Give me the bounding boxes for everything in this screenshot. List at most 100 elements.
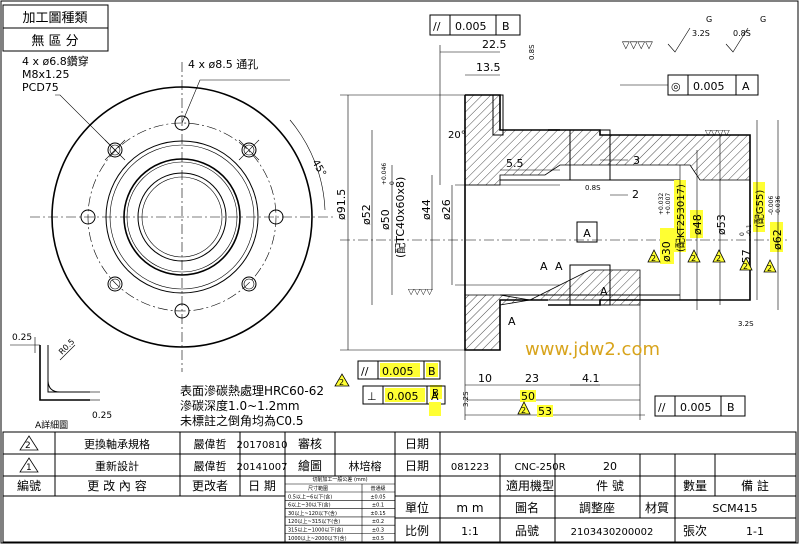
- svg-text://: //: [361, 365, 369, 378]
- dia-62-tol-up: -0.006: [768, 195, 775, 215]
- tolerance-range: 0.5以上~6以下(含): [288, 493, 332, 500]
- section-view: A A A A A 22.5 13.5 5.5 3 2 20° ø91.5 ø5…: [180, 38, 790, 428]
- svg-text:切削加工一般公差 (mm): 切削加工一般公差 (mm): [312, 476, 367, 483]
- datum-a-mark-3: A: [600, 285, 608, 298]
- svg-text:⊥: ⊥: [367, 390, 377, 403]
- date-value: 081223: [451, 462, 489, 473]
- inner-bore-circle: [137, 172, 227, 262]
- tolerance-range: 30以上~120以下(含): [288, 510, 337, 517]
- heat-treat-note-2: 滲碳深度1.0~1.2mm: [180, 398, 300, 413]
- tolerance-value: ±0.15: [370, 511, 385, 517]
- rev-mark-bottom: 2: [521, 406, 526, 415]
- header-box: 加工圖種類 無 區 分: [2, 4, 109, 52]
- svg-text://: //: [658, 401, 666, 414]
- datum-a-box: A: [583, 227, 591, 240]
- unit-label: 單位: [405, 500, 429, 515]
- qty-label: 數量: [683, 479, 707, 493]
- machine: CNC-250R: [514, 462, 565, 473]
- datum-a-mark-4: A: [508, 315, 516, 328]
- tap-hole-note-2: M8x1.25: [22, 68, 70, 81]
- through-holes: [80, 115, 284, 319]
- unit-value: m m: [456, 501, 483, 515]
- svg-text:0.005: 0.005: [387, 390, 419, 403]
- tolerance-value: ±0.3: [372, 528, 384, 534]
- date-label: 日期: [405, 437, 429, 451]
- material-label: 材質: [645, 500, 669, 515]
- rev1-date: 20141007: [237, 462, 288, 473]
- rev1-desc: 重新設計: [95, 459, 139, 473]
- name-label: 圖名: [515, 500, 539, 515]
- dia-30: ø30: [660, 241, 673, 262]
- dim-22-5: 22.5: [482, 38, 507, 51]
- part-no-label: 品號: [515, 524, 539, 538]
- gdt-perpendicular: ⊥ 0.005 A: [362, 385, 446, 416]
- datum-a-mark-1: A: [540, 260, 548, 273]
- dia-57-tol-up: 0: [739, 232, 746, 236]
- svg-text:A: A: [742, 80, 750, 93]
- oring-note: (配G55): [754, 190, 766, 228]
- surface-32s-right: 3.2S: [738, 320, 754, 328]
- svg-text:0.005: 0.005: [455, 20, 487, 33]
- col-no: 編號: [17, 478, 41, 493]
- svg-text:B: B: [428, 365, 436, 378]
- svg-text:0.8S: 0.8S: [733, 29, 751, 38]
- dia-52: ø52: [360, 204, 373, 225]
- tolerance-range: 120以上~315以下(含): [288, 518, 340, 525]
- outer-flange-circle: [51, 86, 313, 348]
- dia-30-tol-low: +0.007: [665, 193, 672, 215]
- rev-triangles: 2 2 2 2 2: [647, 249, 777, 273]
- rev2-no: 2: [25, 441, 31, 451]
- svg-text:▽▽▽▽: ▽▽▽▽: [622, 40, 653, 51]
- svg-text:G: G: [760, 15, 766, 24]
- dia-50-tol-up: +0.046: [381, 163, 388, 185]
- svg-text:B: B: [502, 20, 510, 33]
- lower-section-hatch: [464, 269, 641, 351]
- svg-text:A: A: [431, 390, 439, 403]
- tolerance-value: ±0.1: [372, 503, 384, 509]
- qty: 20: [603, 460, 617, 473]
- col-desc: 更 改 內 容: [87, 478, 146, 493]
- upper-section-hatch: [464, 94, 751, 186]
- dia-50: ø50: [379, 209, 392, 230]
- tolerance-value: ±0.5: [372, 536, 384, 542]
- sheet-label: 張次: [683, 524, 707, 538]
- svg-text:0.005: 0.005: [382, 365, 414, 378]
- svg-text:B: B: [727, 401, 735, 414]
- part-label: 件 號: [596, 479, 624, 493]
- title-block: 2 更換軸承規格 嚴偉哲 20170810 審核 1 重新設計 嚴偉哲 2014…: [2, 431, 797, 543]
- scale-label: 比例: [405, 524, 429, 538]
- dim-10: 10: [478, 372, 492, 385]
- tolerance-value: ±0.05: [370, 494, 385, 500]
- thru-hole-note: 4 x ø8.5 通孔: [188, 58, 258, 71]
- svg-text:G: G: [706, 15, 712, 24]
- dia-48: ø48: [691, 214, 704, 235]
- finish-symbols-legend: ▽▽▽▽ 3.2S G 0.8S G: [622, 15, 766, 53]
- scale-value: 1:1: [461, 525, 479, 538]
- remark-label: 備 註: [741, 478, 769, 493]
- body-circle: [105, 140, 259, 294]
- tolerance-rows: 0.5以上~6以下(含)±0.056以上~30以下(含)±0.130以上~120…: [285, 493, 395, 543]
- tolerance-value: ±0.2: [372, 519, 384, 525]
- svg-text:0.005: 0.005: [693, 80, 725, 93]
- rev1-by: 嚴偉哲: [194, 460, 227, 473]
- dia-50-tol-low: 0: [389, 181, 396, 185]
- part-no-value: 2103430200002: [571, 527, 654, 538]
- bearing-note-1: (配TC40x60x8): [394, 177, 407, 258]
- svg-text:2: 2: [691, 254, 696, 263]
- gdt-parallel-bottom: // 0.005 B: [654, 395, 746, 417]
- dim-50: 50: [521, 390, 535, 403]
- date-label-2: 日期: [405, 459, 429, 473]
- svg-text:普通級: 普通級: [370, 485, 385, 492]
- bore-circle: [123, 158, 241, 276]
- rev2-desc: 更換軸承規格: [84, 437, 150, 451]
- drawn-label: 繪圖: [298, 458, 322, 473]
- dia-44: ø44: [420, 199, 433, 220]
- detail-dim-025-a: 0.25: [12, 333, 32, 343]
- dim-2: 2: [632, 188, 639, 201]
- rev1-no: 1: [26, 463, 32, 473]
- dim-4-1: 4.1: [582, 372, 600, 385]
- dia-91-5: ø91.5: [335, 189, 348, 220]
- tolerance-range: 1000以上~2000以下(含): [288, 535, 347, 542]
